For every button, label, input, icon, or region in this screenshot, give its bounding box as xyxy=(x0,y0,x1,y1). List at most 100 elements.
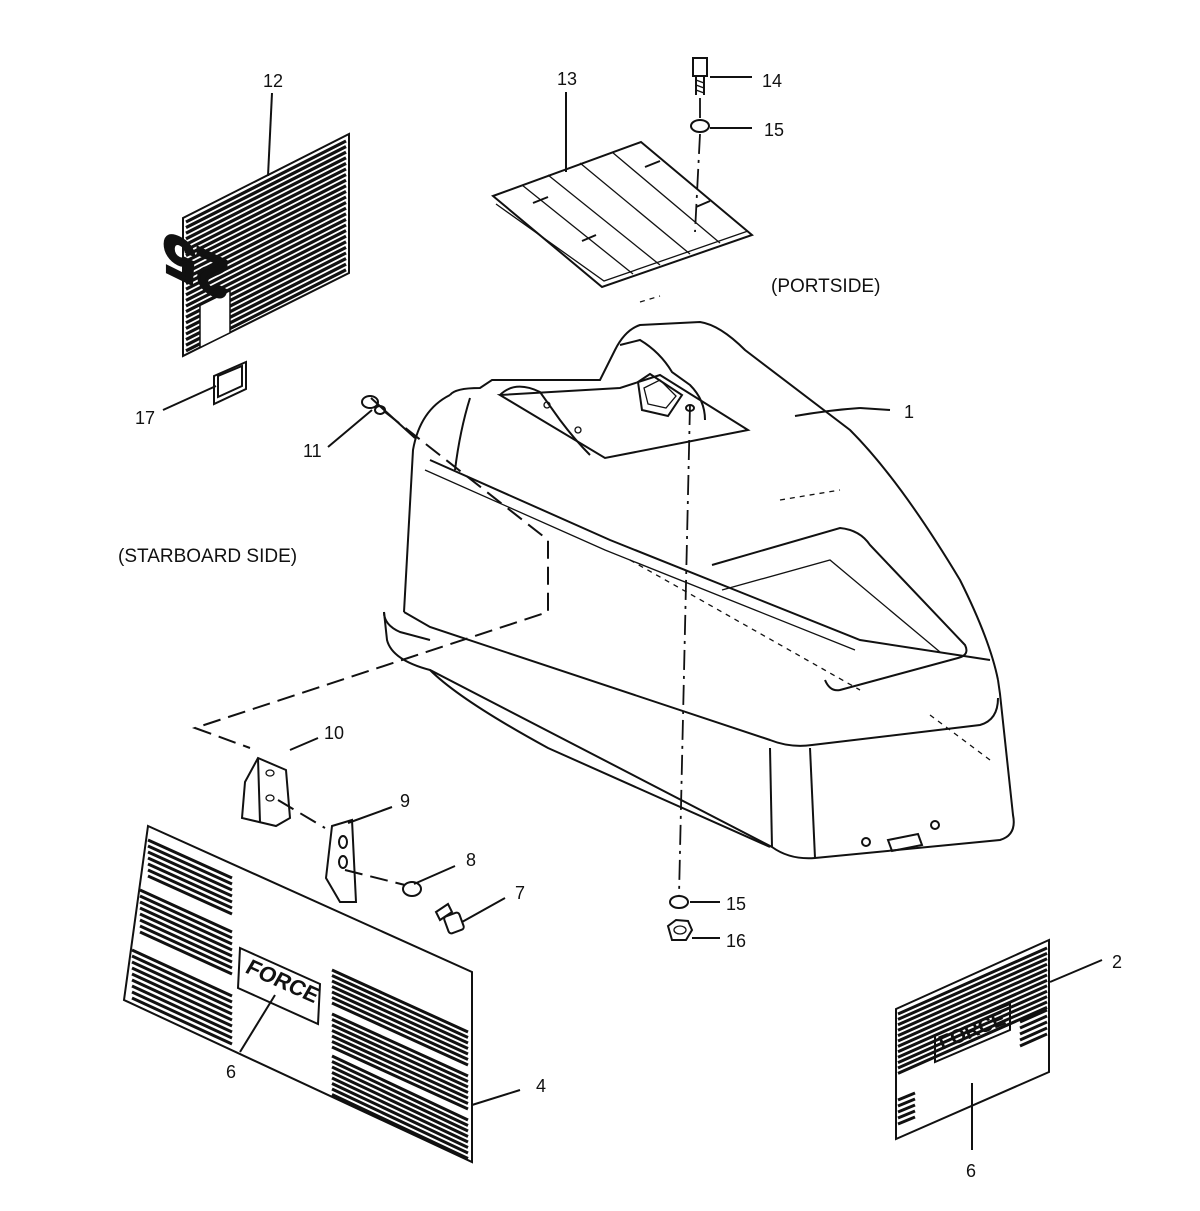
callout-13: 13 xyxy=(557,69,577,89)
callout-10: 10 xyxy=(324,723,344,743)
decal-stripe xyxy=(331,1029,469,1094)
decal-stripe xyxy=(147,838,233,880)
decal-stripe xyxy=(185,161,347,246)
decal-stripe xyxy=(897,973,1048,1043)
decal-stripe xyxy=(185,178,347,263)
callout-16: 16 xyxy=(726,931,746,951)
decal-12-stripes xyxy=(185,139,347,353)
decal-stripe xyxy=(897,1091,916,1102)
bracket-assembly-line xyxy=(191,411,549,749)
decal-stripe xyxy=(185,212,347,297)
decal-stripe xyxy=(897,946,1048,1016)
decal-stripe xyxy=(185,217,347,302)
washer-8 xyxy=(402,881,422,897)
decal-stripe xyxy=(331,1040,469,1105)
decal-stripe xyxy=(185,139,347,224)
decal-stripe xyxy=(139,918,233,964)
plate-17 xyxy=(213,360,247,406)
decal-stripe xyxy=(897,1097,916,1108)
nut-16 xyxy=(666,918,694,941)
screw-7 xyxy=(434,902,465,935)
callout-15a: 15 xyxy=(764,120,784,140)
callout-17: 17 xyxy=(135,408,155,428)
decal-stripe xyxy=(185,150,347,235)
decal-stripe xyxy=(331,990,469,1056)
callout-14: 14 xyxy=(762,71,782,91)
leader-lines xyxy=(162,76,1103,1150)
decal-stripe xyxy=(131,990,233,1040)
label-portside: (PORTSIDE) xyxy=(771,276,880,297)
washer-15-bottom xyxy=(669,895,689,909)
decal-stripe xyxy=(331,1012,469,1078)
decal-stripe xyxy=(131,948,233,998)
decal-stripe xyxy=(131,960,233,1010)
decal-stripe xyxy=(139,912,233,958)
decal-stripe xyxy=(897,1006,1048,1075)
decal-4-force-text: FORCE xyxy=(241,955,324,1008)
decal-stripe xyxy=(331,996,469,1061)
decal-stripe xyxy=(897,957,1048,1027)
decal-stripe xyxy=(331,1087,469,1155)
callout-15b: 15 xyxy=(726,894,746,914)
decal-stripe xyxy=(331,985,469,1050)
decal-stripe xyxy=(139,930,233,976)
callout-4: 4 xyxy=(536,1076,546,1096)
decal-stripe xyxy=(147,856,233,898)
decal-stripe xyxy=(331,1001,469,1067)
callout-6a: 6 xyxy=(226,1062,236,1082)
decal-stripe xyxy=(147,850,233,892)
decal-stripe xyxy=(331,1071,469,1138)
cowling-1 xyxy=(383,295,1015,860)
decal-12: 25 xyxy=(162,132,350,358)
decal-stripe xyxy=(131,978,233,1028)
decal-stripe xyxy=(1019,1032,1048,1048)
decal-stripe xyxy=(185,167,347,252)
decal-stripe xyxy=(331,979,469,1045)
decal-stripe xyxy=(1019,1026,1048,1042)
callout-1: 1 xyxy=(904,402,914,422)
decal-stripe xyxy=(331,1060,469,1127)
decal-stripe xyxy=(331,1065,469,1133)
label-starboard-side: (STARBOARD SIDE) xyxy=(118,546,297,567)
decal-stripe xyxy=(185,195,347,280)
decal-stripe xyxy=(331,1018,469,1083)
callout-7: 7 xyxy=(515,883,525,903)
decal-stripe xyxy=(897,1000,1048,1070)
callout-6b: 6 xyxy=(966,1161,976,1181)
decal-stripe xyxy=(185,206,347,291)
bracket-10 xyxy=(240,756,292,828)
screw-11 xyxy=(361,395,386,415)
decal-stripe xyxy=(139,888,233,934)
decal-stripe xyxy=(331,1045,469,1111)
top-cover-13 xyxy=(491,140,754,289)
latch-9 xyxy=(324,818,358,903)
decal-4: FORCE xyxy=(122,824,473,1164)
decal-stripe xyxy=(1019,1020,1048,1036)
decal-stripe xyxy=(331,1034,469,1100)
decal-stripe xyxy=(331,1023,469,1089)
decal-stripe xyxy=(897,979,1048,1048)
decal-stripe xyxy=(139,906,233,952)
decal-stripe xyxy=(185,156,347,241)
decal-stripe xyxy=(185,229,347,314)
decal-stripe xyxy=(185,184,347,269)
decal-stripe xyxy=(139,924,233,970)
decal-stripe xyxy=(139,900,233,946)
decal-stripe xyxy=(185,223,347,308)
decal-stripe xyxy=(897,995,1048,1064)
decal-stripe xyxy=(331,974,469,1039)
decal-stripe xyxy=(147,862,233,904)
decal-stripe xyxy=(897,968,1048,1037)
decal-12-plate xyxy=(199,289,231,349)
decal-stripe xyxy=(139,894,233,940)
callout-9: 9 xyxy=(400,791,410,811)
decal-stripe xyxy=(897,1109,916,1120)
bolt-14 xyxy=(692,57,708,95)
callout-12: 12 xyxy=(263,71,283,91)
decal-stripe xyxy=(147,844,233,886)
decal-stripe xyxy=(185,201,347,286)
decal-stripe xyxy=(331,1093,469,1160)
decal-4-stripes xyxy=(131,838,469,1160)
decal-stripe xyxy=(897,1115,916,1126)
